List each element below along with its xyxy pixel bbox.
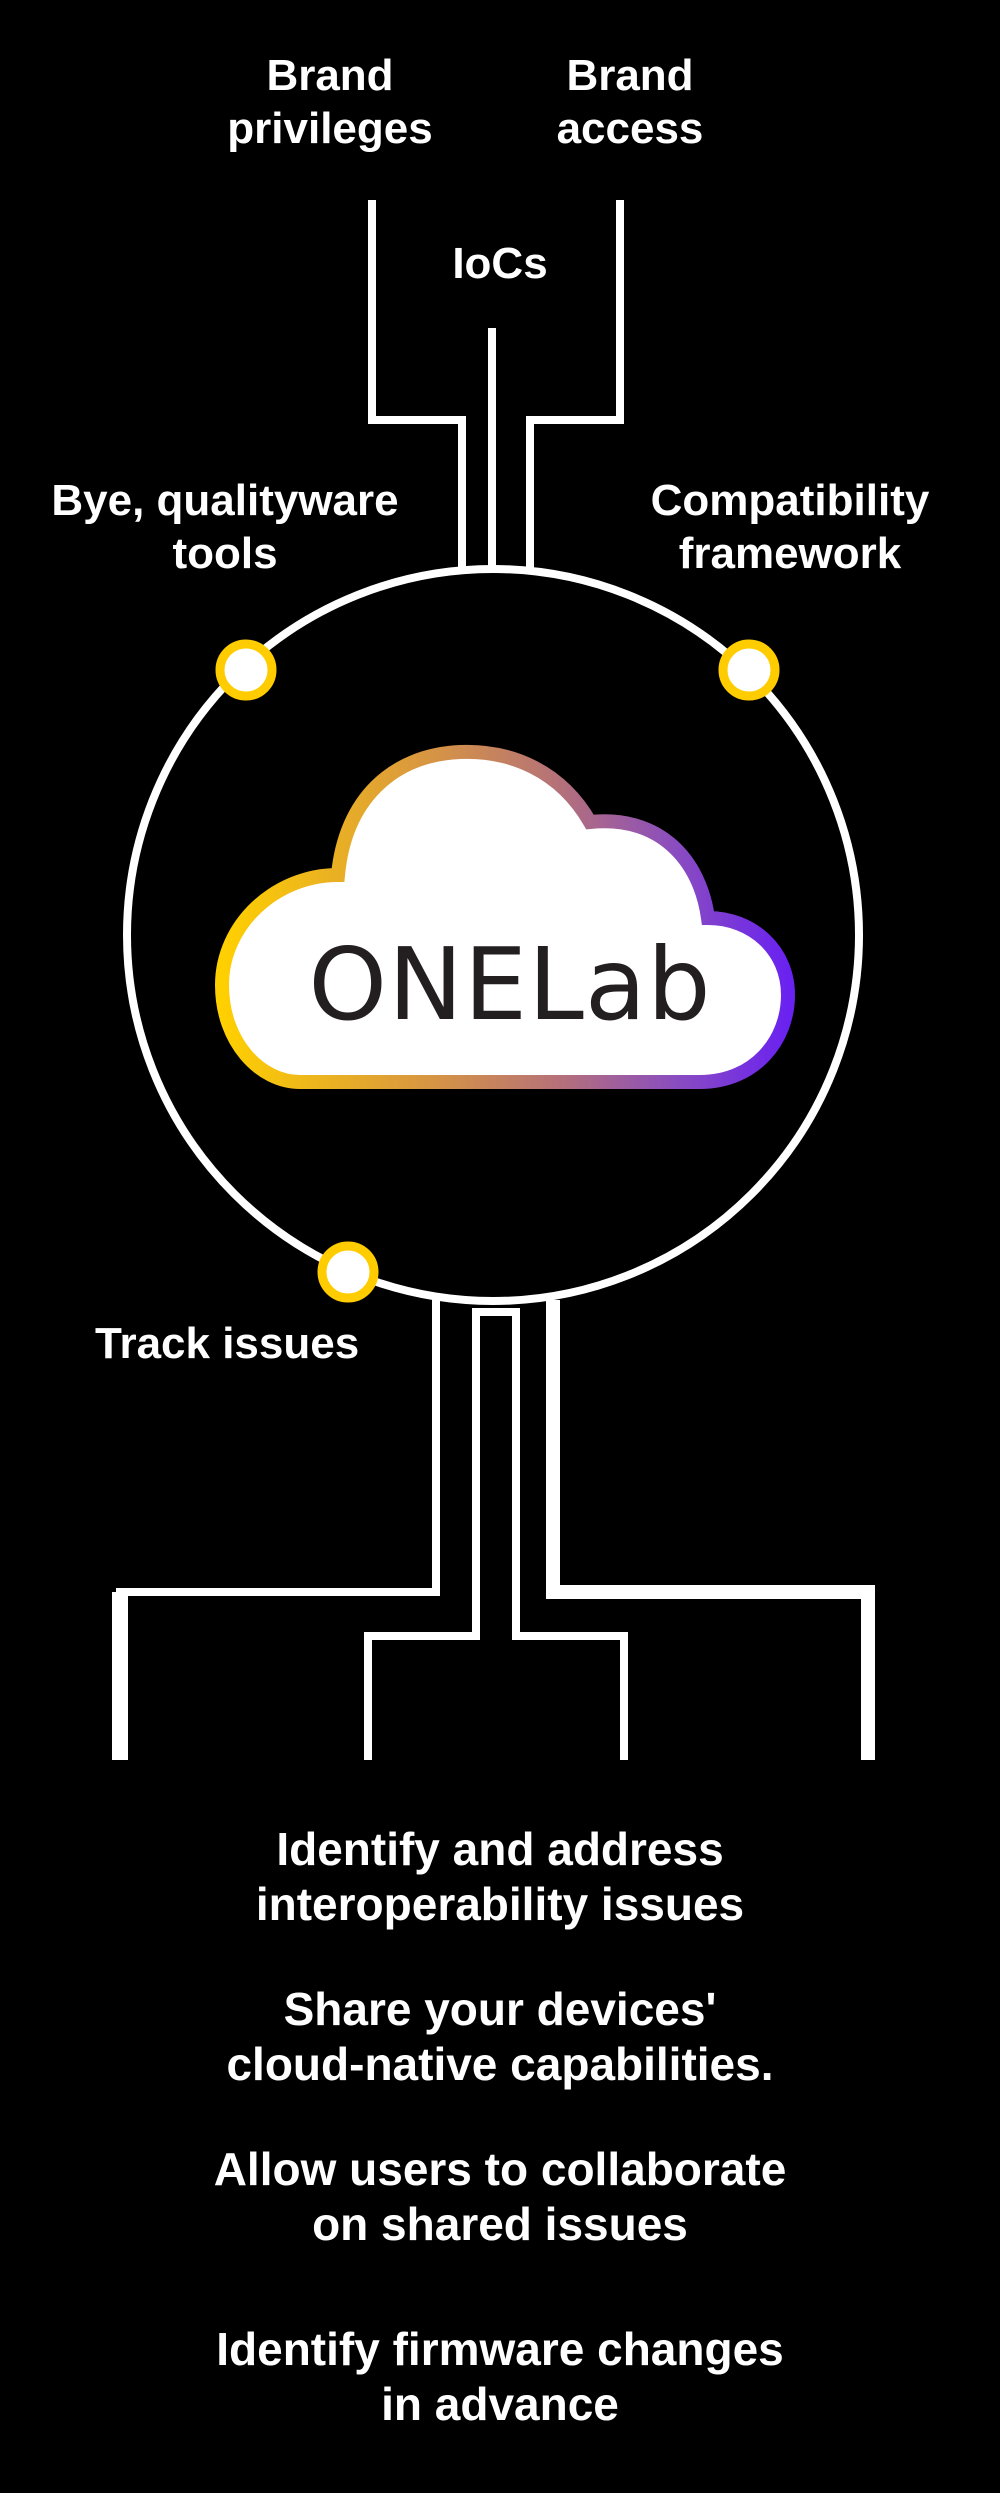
- benefit-firmware: Identify firmware changes in advance: [216, 2323, 784, 2431]
- label-brand-privileges: Brand privileges: [227, 51, 433, 153]
- label-track-issues: Track issues: [95, 1319, 360, 1368]
- bottom-connectors: [112, 1300, 875, 1760]
- connector-brand-privileges: [368, 200, 466, 570]
- node-right: [718, 639, 780, 701]
- label-left-tools: Bye, qualityware tools: [51, 476, 399, 578]
- hub-circle: [123, 565, 863, 1305]
- onelab-cloud-logo: [214, 744, 796, 1089]
- benefit-cloud-native: Share your devices' cloud-native capabil…: [226, 1983, 774, 2091]
- top-connectors: [368, 200, 624, 570]
- benefit-collaborate: Allow users to collaborate on shared iss…: [213, 2143, 787, 2251]
- benefit-interoperability: Identify and address interoperability is…: [255, 1823, 745, 1931]
- label-iocs: IoCs: [452, 239, 548, 288]
- label-compatibility-framework: Compatibility framework: [650, 476, 930, 578]
- node-bottom: [317, 1241, 379, 1303]
- connector-brand-access: [526, 200, 624, 570]
- onelab-logo-text: ONELab: [308, 926, 712, 1043]
- node-left: [215, 639, 277, 701]
- label-brand-access: Brand access: [556, 51, 704, 153]
